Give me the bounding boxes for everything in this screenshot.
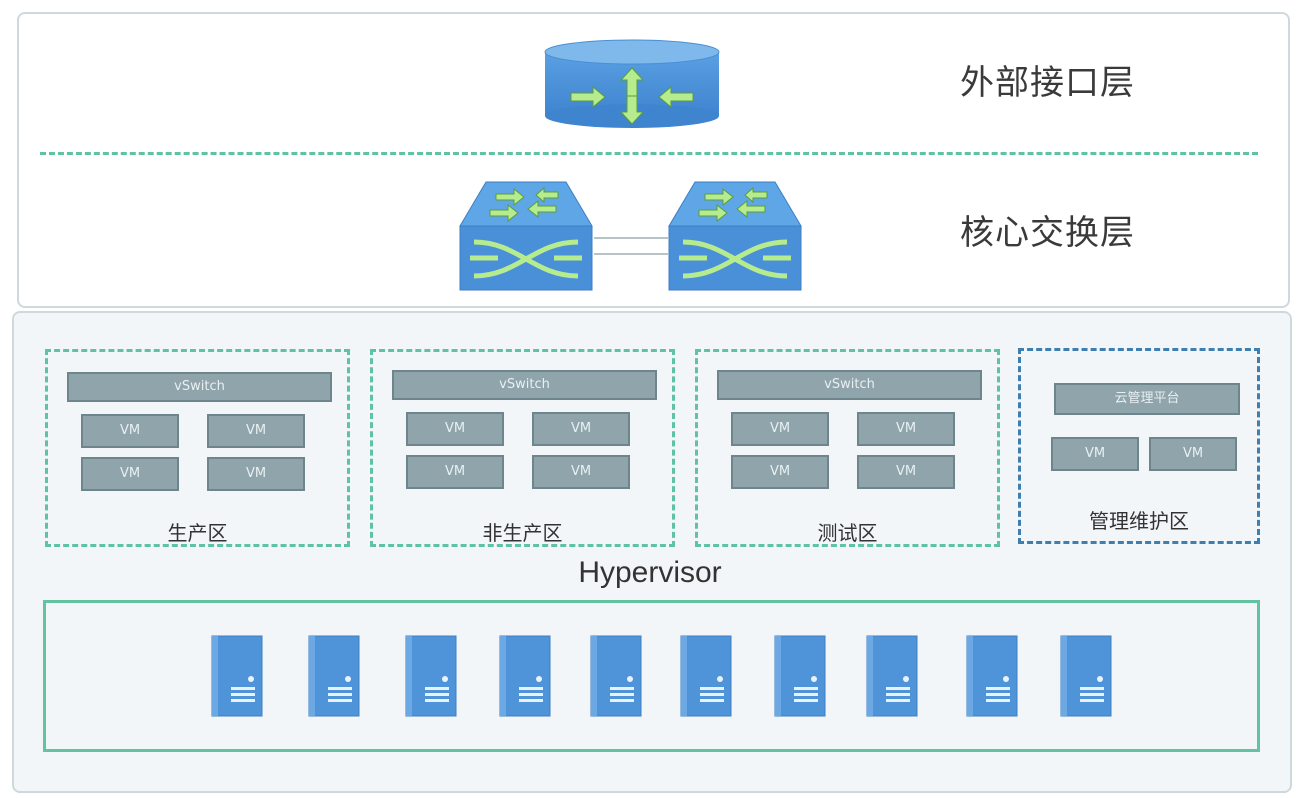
- vswitch-bar: vSwitch: [67, 372, 332, 402]
- vm-box: VM: [1149, 437, 1237, 471]
- server-icon: [308, 635, 360, 717]
- zone-label: 非生产区: [482, 521, 563, 545]
- vm-box: VM: [406, 412, 504, 446]
- hypervisor-label: Hypervisor: [578, 556, 722, 589]
- vswitch-bar: vSwitch: [392, 370, 657, 400]
- vm-box: VM: [1051, 437, 1139, 471]
- switch-link: [594, 237, 668, 255]
- server-icon: [774, 635, 826, 717]
- switch-icon: [668, 181, 802, 291]
- cloud-management-platform-bar: 云管理平台: [1054, 383, 1240, 415]
- server-icon: [499, 635, 551, 717]
- server-icon: [866, 635, 918, 717]
- vm-box: VM: [532, 455, 630, 489]
- vm-box: VM: [207, 414, 305, 448]
- physical-server-pool: [43, 600, 1260, 752]
- vm-box: VM: [857, 412, 955, 446]
- vm-box: VM: [81, 457, 179, 491]
- core-switching-layer-label: 核心交换层: [960, 213, 1135, 253]
- server-icon: [966, 635, 1018, 717]
- external-interface-layer-label: 外部接口层: [960, 63, 1135, 103]
- zone-non-production: vSwitch VM VM VM VM 非生产区: [370, 349, 675, 547]
- zone-label: 测试区: [817, 521, 878, 545]
- server-icon: [680, 635, 732, 717]
- vm-box: VM: [532, 412, 630, 446]
- server-icon: [590, 635, 642, 717]
- layer-divider: [40, 152, 1258, 155]
- zone-label: 管理维护区: [1089, 509, 1189, 533]
- server-icon: [211, 635, 263, 717]
- vm-box: VM: [81, 414, 179, 448]
- zone-testing: vSwitch VM VM VM VM 测试区: [695, 349, 1000, 547]
- vm-box: VM: [207, 457, 305, 491]
- zone-label: 生产区: [167, 521, 228, 545]
- vm-box: VM: [731, 455, 829, 489]
- vswitch-bar: vSwitch: [717, 370, 982, 400]
- zone-management: 云管理平台 VM VM 管理维护区: [1018, 348, 1260, 544]
- switch-icon: [459, 181, 593, 291]
- server-icon: [405, 635, 457, 717]
- vm-box: VM: [857, 455, 955, 489]
- vm-box: VM: [406, 455, 504, 489]
- zone-production: vSwitch VM VM VM VM 生产区: [45, 349, 350, 547]
- vm-box: VM: [731, 412, 829, 446]
- router-icon: [544, 39, 720, 128]
- server-icon: [1060, 635, 1112, 717]
